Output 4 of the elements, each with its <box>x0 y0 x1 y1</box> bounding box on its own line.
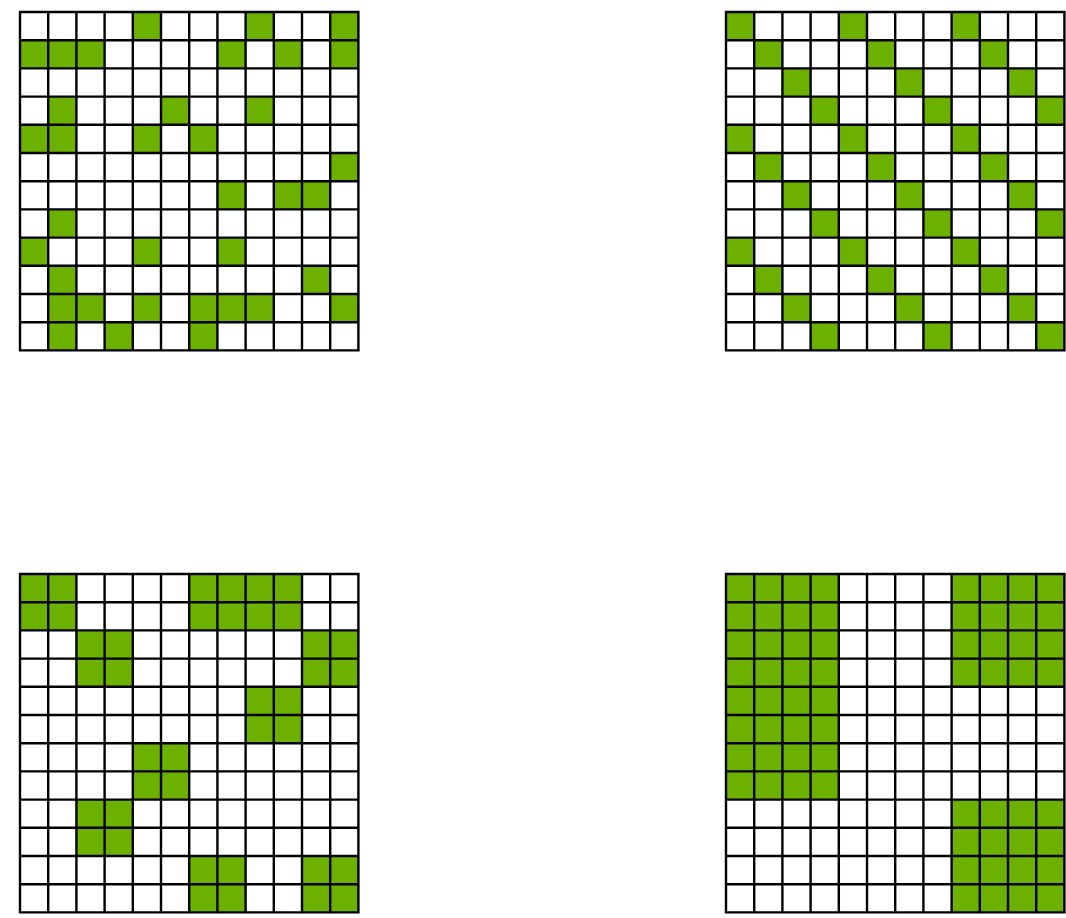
grid-drawing <box>18 10 360 352</box>
grid-drawing <box>724 10 1066 352</box>
grid-drawing <box>18 572 360 914</box>
grid-drawing <box>724 572 1066 914</box>
